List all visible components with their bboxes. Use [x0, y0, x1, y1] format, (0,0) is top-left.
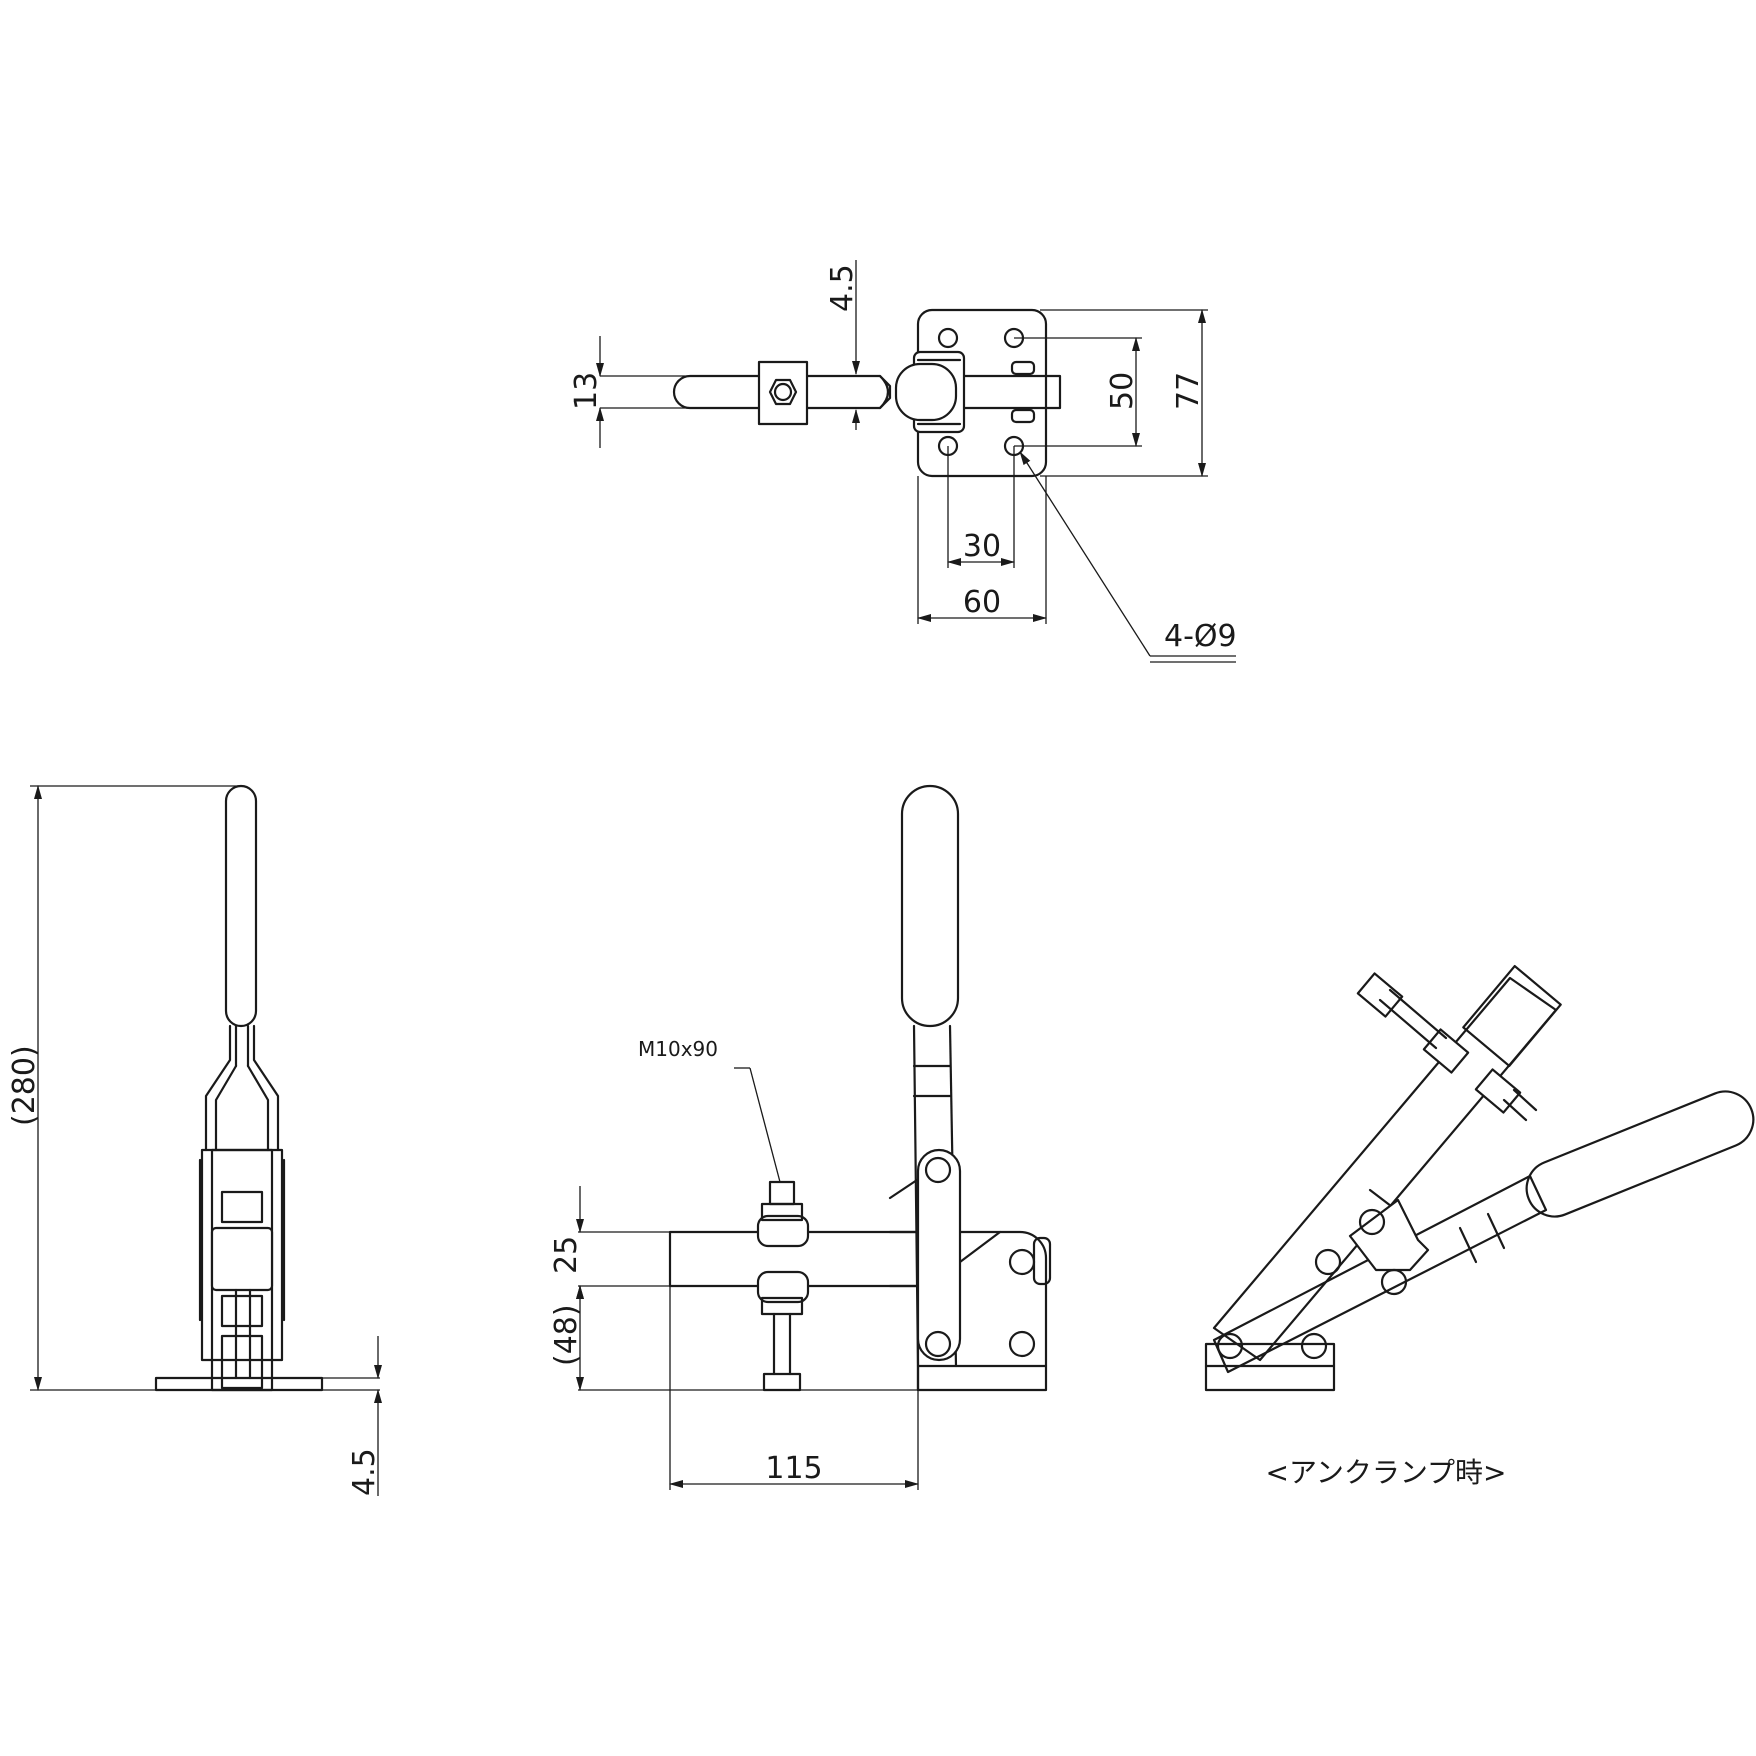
side-view: (280) 4.5: [7, 784, 382, 1496]
dim-spindle-height: (48): [549, 1304, 584, 1366]
handle-grip: [224, 784, 258, 1028]
front-view: M10x90 25 (48) 115: [549, 784, 1052, 1490]
mount-hole: [937, 327, 959, 349]
dim-thickness-top: 4.5: [825, 264, 860, 312]
dim-holes: 4-Ø9: [1164, 619, 1237, 654]
dim-bar-width: 13: [569, 372, 604, 410]
handle-grip: [1525, 1090, 1755, 1218]
dim-base-width: 60: [963, 585, 1001, 620]
dim-spindle: M10x90: [638, 1037, 718, 1061]
clamping-arm: [1212, 976, 1558, 1362]
unclamped-view: <アンクランプ時>: [1204, 964, 1755, 1489]
dim-base-thickness: 4.5: [347, 1448, 382, 1496]
dim-overall-height: (280): [7, 1045, 42, 1126]
dim-hole-spacing-y: 50: [1105, 372, 1140, 410]
unclamped-caption: <アンクランプ時>: [1266, 1456, 1507, 1489]
handle-grip: [900, 784, 960, 1028]
dim-hole-spacing-x: 30: [963, 529, 1001, 564]
dim-reach: 115: [765, 1451, 822, 1486]
spindle-nut-block: [757, 360, 809, 426]
dim-base-height: 77: [1171, 372, 1206, 410]
dim-arm-height: 25: [549, 1236, 584, 1274]
clamp-body: [210, 1226, 274, 1292]
top-view: 4.5 13 50 77 30 60 4-Ø9: [569, 260, 1237, 663]
base-plate: [916, 1364, 1048, 1392]
